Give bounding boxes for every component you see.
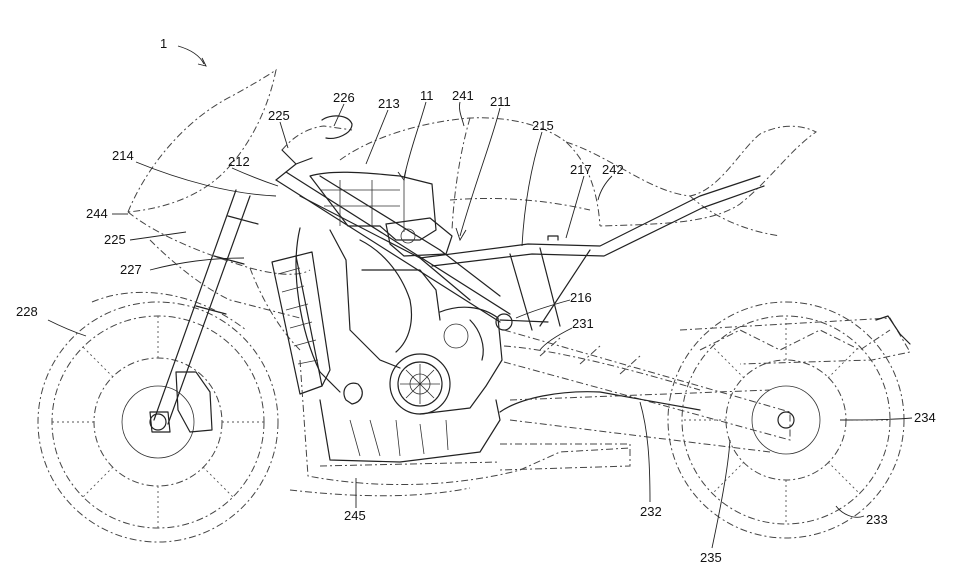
ref-235: 235: [700, 550, 722, 565]
trellis-frame: [275, 163, 765, 331]
ref-212: 212: [228, 154, 250, 169]
belly-pan: [289, 359, 631, 497]
seat-tail: [565, 125, 817, 237]
reference-numerals: 1 226 213 11 241 211 225 215 214 212 217…: [16, 36, 936, 565]
handlebar: [281, 115, 353, 165]
ref-234: 234: [914, 410, 936, 425]
ref-213: 213: [378, 96, 400, 111]
leader-lines: [47, 45, 913, 549]
drive-chain: [509, 389, 771, 453]
ref-232: 232: [640, 504, 662, 519]
ref-242: 242: [602, 162, 624, 177]
ref-233: 233: [866, 512, 888, 527]
ref-225-top: 225: [268, 108, 290, 123]
ref-241: 241: [452, 88, 474, 103]
rear-carrier: [679, 315, 911, 365]
ref-226: 226: [333, 90, 355, 105]
ref-227: 227: [120, 262, 142, 277]
ref-217: 217: [570, 162, 592, 177]
ref-231: 231: [572, 316, 594, 331]
ref-228: 228: [16, 304, 38, 319]
figure-number-label: 1: [160, 36, 167, 51]
front-fork: [149, 189, 259, 433]
ref-211: 211: [490, 94, 511, 109]
ref-244: 244: [86, 206, 108, 221]
ref-214: 214: [112, 148, 134, 163]
ref-245: 245: [344, 508, 366, 523]
front-wheel: [37, 301, 279, 543]
ref-215: 215: [532, 118, 554, 133]
swingarm: [499, 329, 791, 441]
engine: [295, 171, 503, 463]
ref-225-left: 225: [104, 232, 126, 247]
fairing: [91, 68, 311, 351]
radiator: [271, 251, 331, 395]
ref-216: 216: [570, 290, 592, 305]
ref-11: 11: [420, 88, 434, 103]
